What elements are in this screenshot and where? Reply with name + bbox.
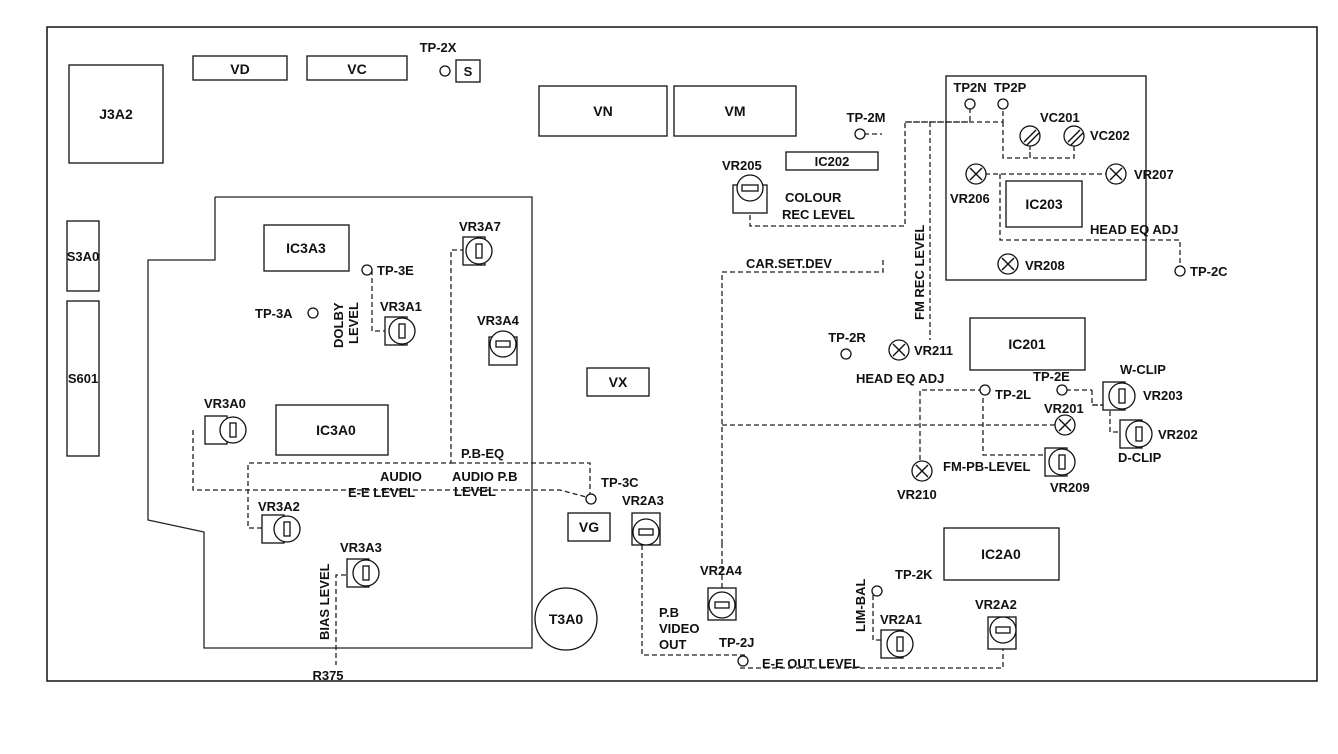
tp-2e-label: TP-2E [1033, 369, 1070, 384]
block-s601: S601 [68, 371, 98, 386]
block-vg: VG [579, 519, 599, 535]
r375-label: R375 [312, 668, 343, 683]
tp-2x-label: TP-2X [420, 40, 457, 55]
vr3a0-label: VR3A0 [204, 396, 246, 411]
tp2p-label: TP2P [994, 80, 1027, 95]
tp-2m-label: TP-2M [847, 110, 886, 125]
e-e-level-label: E-E LEVEL [348, 485, 415, 500]
vr3a4-label: VR3A4 [477, 313, 520, 328]
block-vx: VX [609, 374, 628, 390]
vr3a7-label: VR3A7 [459, 219, 501, 234]
potentiometer-symbols [204, 174, 1153, 659]
vr210-label: VR210 [897, 487, 937, 502]
block-ic3a0: IC3A0 [316, 422, 356, 438]
fm-rec-level-label: FM REC LEVEL [912, 225, 927, 320]
e-e-out-level-label: E-E OUT LEVEL [762, 656, 860, 671]
block-vd: VD [230, 61, 249, 77]
block-s3a0: S3A0 [67, 249, 100, 264]
vr206-label: VR206 [950, 191, 990, 206]
vr211-label: VR211 [914, 343, 953, 358]
pb-video-out-label-1: P.B [659, 605, 679, 620]
block-t3a0: T3A0 [549, 611, 583, 627]
block-s: S [464, 64, 473, 79]
vr203-label: VR203 [1143, 388, 1183, 403]
vr201-label: VR201 [1044, 401, 1084, 416]
vr3a1-label: VR3A1 [380, 299, 422, 314]
tp-2k-label: TP-2K [895, 567, 933, 582]
block-vc: VC [347, 61, 366, 77]
pb-eq-label: P.B-EQ [461, 446, 504, 461]
rec-level-label: REC LEVEL [782, 207, 855, 222]
block-ic2a0: IC2A0 [981, 546, 1021, 562]
audio-pb-level-label: LEVEL [454, 484, 496, 499]
audio-label: AUDIO [380, 469, 422, 484]
tp-3a-label: TP-3A [255, 306, 293, 321]
tp-3e-label: TP-3E [377, 263, 414, 278]
car-set-dev-label: CAR.SET.DEV [746, 256, 832, 271]
board-outline [46, 26, 1318, 682]
block-ic202: IC202 [815, 154, 850, 169]
tp-3c-label: TP-3C [601, 475, 639, 490]
vr202-label: VR202 [1158, 427, 1198, 442]
pb-video-out-label-3: OUT [659, 637, 687, 652]
vr208-label: VR208 [1025, 258, 1065, 273]
vr2a4-label: VR2A4 [700, 563, 743, 578]
vr3a2-label: VR3A2 [258, 499, 300, 514]
fm-pb-level-label: FM-PB-LEVEL [943, 459, 1030, 474]
test-point-markers [307, 65, 1186, 667]
vr2a1-label: VR2A1 [880, 612, 922, 627]
tp-2c-label: TP-2C [1190, 264, 1228, 279]
dolby-level-label: LEVEL [346, 302, 361, 344]
vr207-label: VR207 [1134, 167, 1174, 182]
audio-section-outline [147, 196, 533, 649]
tp-2l-label: TP-2L [995, 387, 1031, 402]
block-vm: VM [725, 103, 746, 119]
audio-pb-label: AUDIO P.B [452, 469, 518, 484]
head-eq-adj-label-lower: HEAD EQ ADJ [856, 371, 944, 386]
block-vn: VN [593, 103, 612, 119]
w-clip-label: W-CLIP [1120, 362, 1166, 377]
tp-2r-label: TP-2R [828, 330, 866, 345]
vc202-label: VC202 [1090, 128, 1130, 143]
lim-bal-label: LIM-BAL [853, 579, 868, 632]
head-amp-subboard [945, 75, 1147, 281]
vr209-label: VR209 [1050, 480, 1090, 495]
trimmer-slots [892, 129, 1123, 478]
block-j3a2: J3A2 [99, 106, 133, 122]
blocks [66, 55, 1086, 651]
block-ic201: IC201 [1008, 336, 1046, 352]
dolby-label: DOLBY [331, 302, 346, 348]
pb-video-out-label-2: VIDEO [659, 621, 699, 636]
tp-2j-label: TP-2J [719, 635, 754, 650]
tp2n-label: TP2N [953, 80, 986, 95]
vr2a3-label: VR2A3 [622, 493, 664, 508]
vr2a2-label: VR2A2 [975, 597, 1017, 612]
block-ic203: IC203 [1025, 196, 1063, 212]
d-clip-label: D-CLIP [1118, 450, 1162, 465]
vr205-label: VR205 [722, 158, 762, 173]
bias-level-label: BIAS LEVEL [317, 563, 332, 640]
block-ic3a3: IC3A3 [286, 240, 326, 256]
vc201-label: VC201 [1040, 110, 1080, 125]
vr3a3-label: VR3A3 [340, 540, 382, 555]
colour-label: COLOUR [785, 190, 842, 205]
head-eq-adj-label-upper: HEAD EQ ADJ [1090, 222, 1178, 237]
